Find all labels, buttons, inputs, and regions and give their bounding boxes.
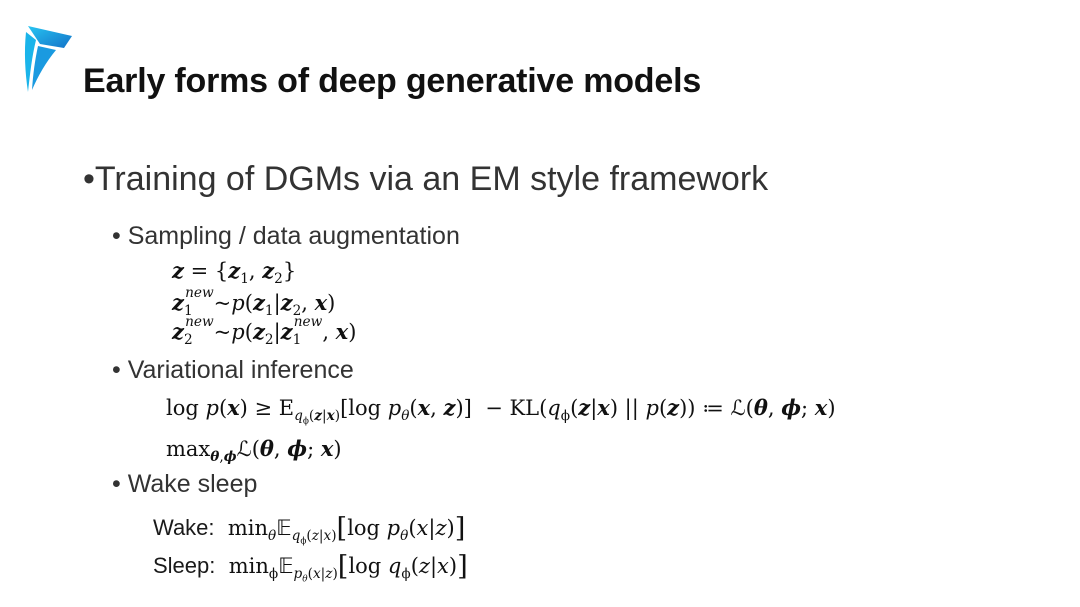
sub-bullet-sampling: • Sampling / data augmentation — [112, 222, 460, 250]
wake-label: Wake: — [153, 514, 215, 540]
equation-z-set: z = {z1, z2} — [172, 258, 297, 288]
equation-sleep: Sleep: minϕ𝔼pθ(x|z)[log qϕ(z|x)] — [153, 551, 468, 585]
equation-wake: Wake: minθ𝔼qϕ(z|x)[log pθ(x|z)] — [153, 513, 466, 547]
equation-elbo: log p(x) ≥ Eqϕ(z|x)[log pθ(x, z)] − KL(q… — [166, 395, 836, 427]
equation-z1-new: z1new~p(z1|z2, x) — [172, 284, 336, 320]
sub-bullet-wake-sleep: • Wake sleep — [112, 470, 258, 498]
equation-z2-new: z2new~p(z2|z1new, x) — [172, 313, 357, 349]
equation-max-elbo: maxθ,ϕℒ(θ, ϕ; x) — [166, 436, 342, 466]
sub-bullet-variational: • Variational inference — [112, 356, 354, 384]
logo-icon — [24, 26, 72, 92]
main-bullet: •Training of DGMs via an EM style framew… — [83, 160, 769, 198]
sleep-label: Sleep: — [153, 552, 216, 578]
slide-title: Early forms of deep generative models — [83, 62, 702, 100]
